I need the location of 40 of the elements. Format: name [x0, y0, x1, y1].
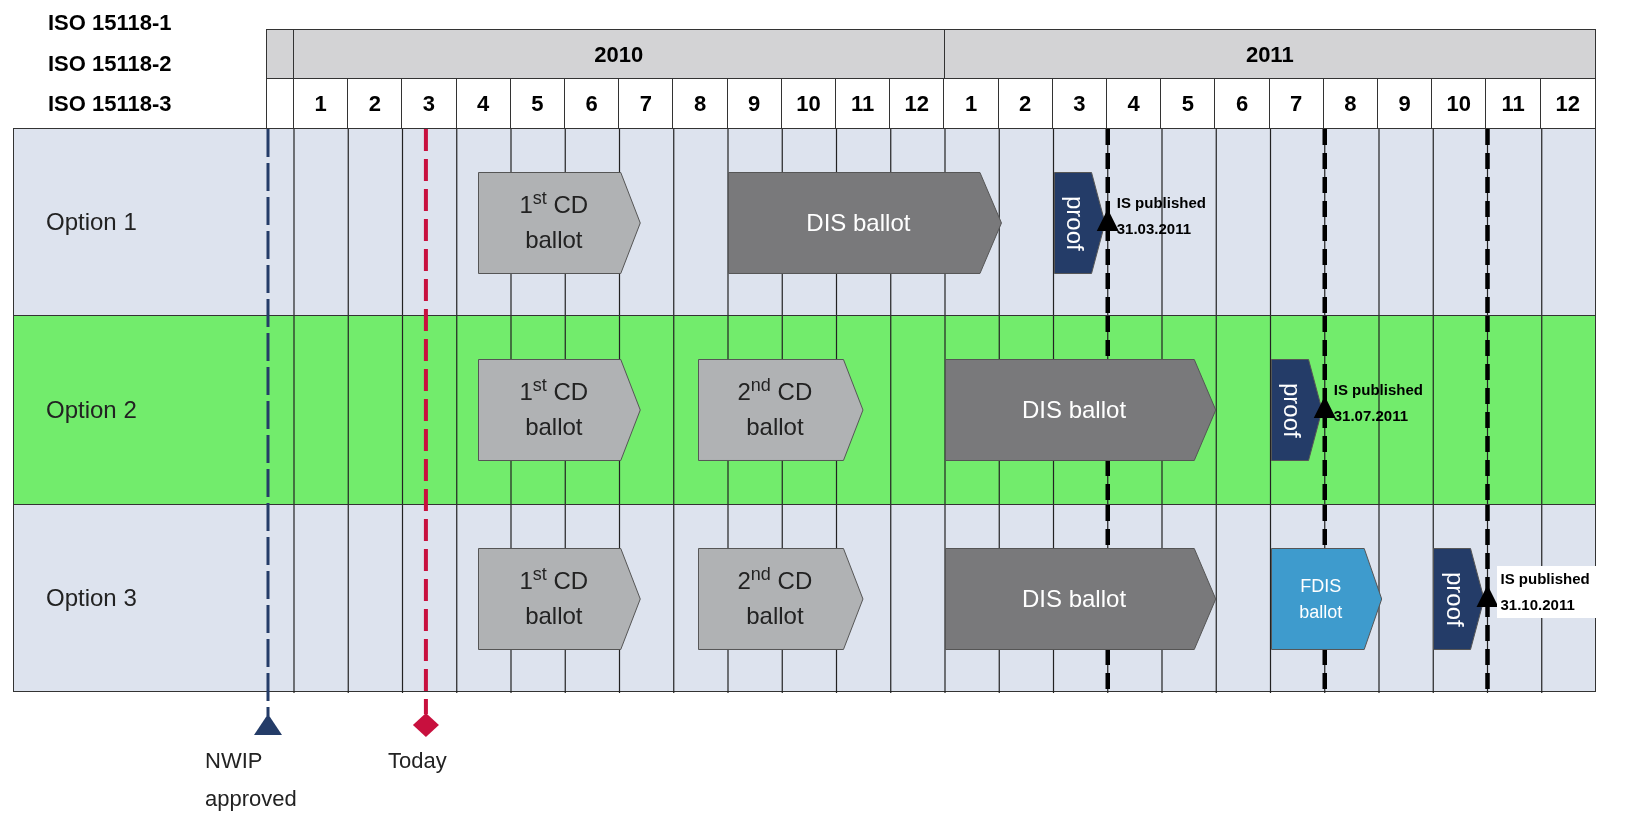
standard-label: ISO 15118-1: [48, 12, 172, 34]
bar-label: proof: [1063, 195, 1088, 251]
bar-label: 2$^{nd}$ CD ballot: [736, 375, 814, 442]
chevron-bar: [945, 548, 1217, 650]
chevron-bar: [698, 548, 864, 650]
option-row: [13, 504, 1596, 692]
chevron-bar: [1433, 548, 1485, 650]
marker-label: NWIP approved: [205, 747, 298, 813]
milestone-label: IS published 31.03.2011: [1116, 193, 1207, 239]
chevron-bar: [478, 359, 642, 461]
option-row: [13, 128, 1596, 316]
chevron-bar: [478, 548, 642, 650]
standard-label: ISO 15118-2: [48, 53, 172, 75]
marker-label: Today: [388, 747, 447, 775]
chevron-bar: [945, 359, 1217, 461]
year-header: 2011: [1244, 40, 1295, 69]
chevron-bar: [1270, 359, 1323, 461]
month-header: 12: [1554, 90, 1581, 118]
bar-label: FDIS ballot: [1298, 574, 1344, 624]
bar-label: DIS ballot: [1022, 583, 1127, 614]
chevron-bar: [478, 172, 642, 274]
bar-label: DIS ballot: [1022, 394, 1127, 425]
chevron-bar: [1270, 548, 1382, 650]
row-label: Option 1: [46, 207, 137, 237]
bar-label: 1$^{st}$ CD ballot: [518, 375, 590, 442]
bar-label: 1$^{st}$ CD ballot: [518, 188, 590, 255]
chevron-bar: [728, 172, 1002, 274]
row-label: Option 2: [46, 395, 137, 425]
standard-label: ISO 15118-3: [48, 93, 172, 115]
bar-label: 2$^{nd}$ CD ballot: [736, 564, 814, 631]
bar-label: 1$^{st}$ CD ballot: [518, 564, 590, 631]
bar-label: proof: [1442, 571, 1467, 627]
chevron-bar: [1053, 172, 1106, 274]
row-label: Option 3: [46, 583, 137, 613]
option-row: [13, 315, 1596, 505]
milestone-label: IS published 31.07.2011: [1333, 380, 1424, 426]
chevron-bar: [698, 359, 864, 461]
bar-label: proof: [1280, 382, 1305, 438]
year-header: 2010: [294, 30, 945, 78]
bar-label: DIS ballot: [806, 207, 911, 238]
